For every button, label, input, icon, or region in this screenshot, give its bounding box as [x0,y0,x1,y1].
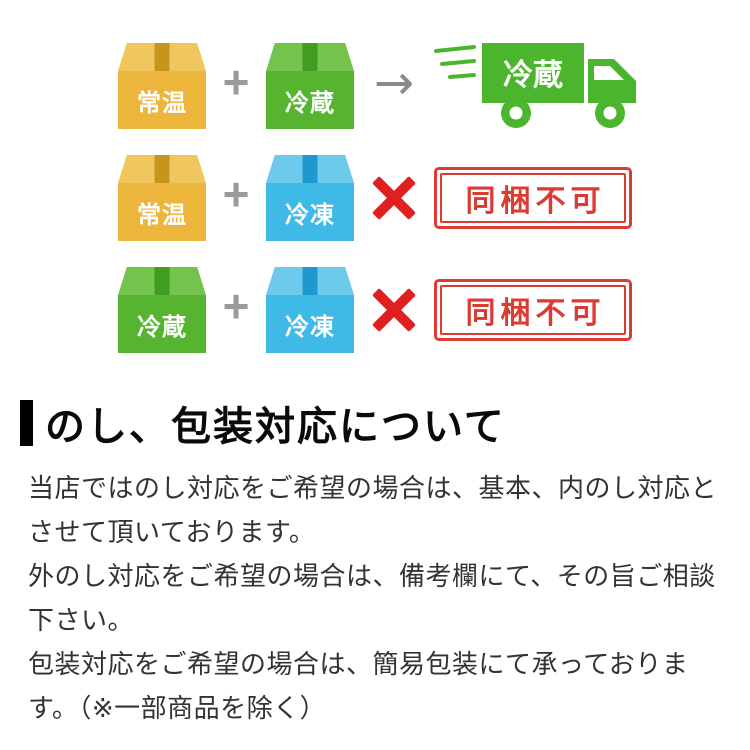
right-arrow-icon: → [373,55,415,111]
section-heading: のし、包装対応について [20,394,750,452]
truck-icon: 冷蔵 [434,42,636,128]
tape-icon [154,155,170,183]
tape-icon [154,43,170,71]
truck-window [594,65,624,80]
red-x-icon [369,173,419,223]
paragraph: 外のし対応をご希望の場合は、備考欄にて、その旨ご相談下さい。 [28,561,716,635]
paragraph: 包装対応をご希望の場合は、簡易包装にて承っております。（※一部商品を除く） [28,649,689,723]
plus-icon: + [222,168,250,220]
room-temp-box-icon: 常温 [118,43,206,129]
box-label: 冷蔵 [137,313,187,341]
tape-icon [302,43,318,71]
section-body: 当店ではのし対応をご希望の場合は、基本、内のし対応とさせて頂いております。 外の… [28,466,722,730]
red-x-icon [369,285,419,335]
truck-cab [588,58,636,103]
tape-icon [154,267,170,295]
chilled-box-icon: 冷蔵 [266,43,354,129]
tape-icon [302,267,318,295]
bundling-not-allowed-stamp: 同梱不可 [434,279,632,341]
box-label: 常温 [137,89,187,117]
shipping-combination-diagram: 常温 + 冷蔵 → 冷蔵 [0,0,750,366]
tape-icon [302,155,318,183]
stamp-label: 同梱不可 [465,185,606,218]
box-label: 冷凍 [285,313,335,341]
box-label: 常温 [137,201,187,229]
frozen-box-icon: 冷凍 [266,155,354,241]
box-lid-icon [118,43,206,71]
plus-icon: + [222,280,250,332]
box-lid-icon [266,267,354,295]
combo-row-ok: 常温 + 冷蔵 → 冷蔵 [118,30,750,142]
box-label: 冷蔵 [285,89,335,117]
chilled-box-icon: 冷蔵 [118,267,206,353]
heading-bar-icon [20,400,33,446]
box-lid-icon [266,155,354,183]
combo-row-ng-2: 冷蔵 + 冷凍 同梱不可 [118,254,750,366]
bundling-not-allowed-stamp: 同梱不可 [434,167,632,229]
room-temp-box-icon: 常温 [118,155,206,241]
box-lid-icon [118,267,206,295]
box-label: 冷凍 [285,201,335,229]
box-lid-icon [118,155,206,183]
page-title: のし、包装対応について [45,405,506,449]
plus-icon: + [222,56,250,108]
combo-row-ng-1: 常温 + 冷凍 同梱不可 [118,142,750,254]
truck-cargo-label: 冷蔵 [503,59,563,92]
paragraph: 当店ではのし対応をご希望の場合は、基本、内のし対応とさせて頂いております。 [28,473,718,547]
frozen-box-icon: 冷凍 [266,267,354,353]
stamp-label: 同梱不可 [465,297,606,330]
speed-lines-icon [434,44,476,79]
box-lid-icon [266,43,354,71]
delivery-truck: 冷蔵 [434,37,646,136]
truck-cargo-box [482,42,584,103]
